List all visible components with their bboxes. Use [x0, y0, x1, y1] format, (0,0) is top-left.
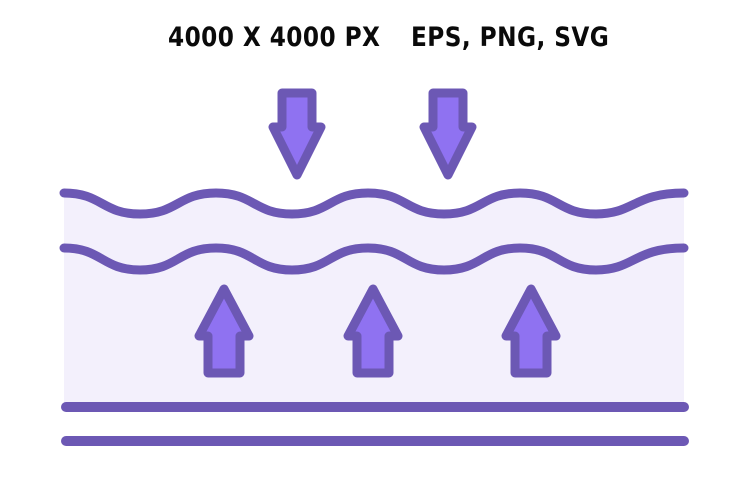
- file-formats-caption: EPS, PNG, SVG: [411, 22, 610, 53]
- top-wave-line: [59, 188, 689, 219]
- down-arrow-icon: [268, 88, 326, 180]
- middle-wave-line: [59, 243, 689, 275]
- up-arrow-icon: [343, 284, 403, 378]
- up-arrow-icon: [194, 284, 254, 378]
- up-arrow-icon: [501, 284, 561, 378]
- down-arrow-icon: [419, 88, 477, 180]
- image-size-caption: 4000 X 4000 PX: [168, 22, 381, 53]
